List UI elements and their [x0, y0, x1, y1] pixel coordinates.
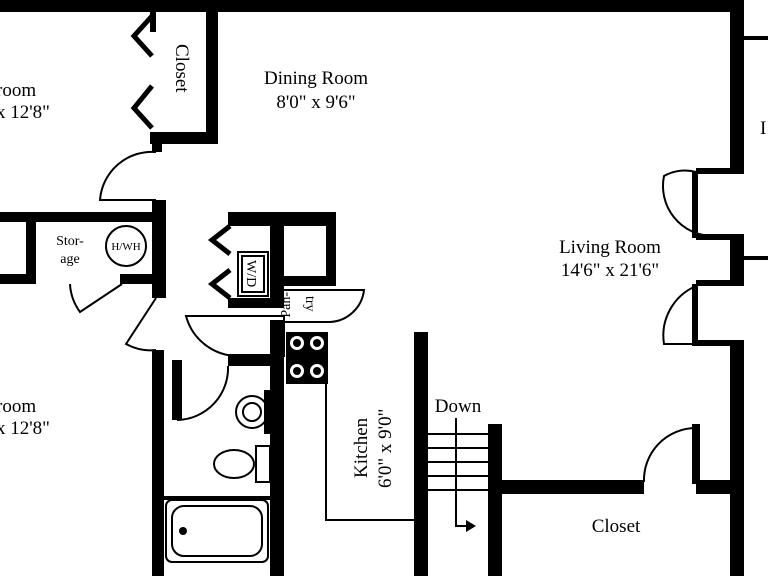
wall-storage-left — [26, 222, 36, 284]
washer-dryer-inner — [241, 255, 265, 293]
stairs-down-label: Down — [435, 396, 482, 417]
bathtub-inner — [171, 505, 263, 557]
stove-burner-3-dot — [293, 367, 301, 375]
wall-hall-left-mid — [152, 200, 166, 298]
wall-right-door-jamb-1 — [696, 168, 744, 174]
storage-label-line2: age — [60, 252, 79, 267]
wall-stair-left — [414, 332, 428, 576]
bedroom-bottom-dims: x 12'8" — [0, 418, 50, 439]
door-swing-laundry — [184, 315, 285, 357]
dining-room-label: Dining Room — [264, 68, 368, 89]
door-swing-living-2 — [662, 285, 697, 345]
wall-closet-left-upper — [150, 12, 156, 32]
bath-door-leaf — [172, 360, 182, 420]
right-edge-label: I — [760, 118, 766, 139]
closet-bottom-label: Closet — [592, 516, 641, 537]
wall-right-mid — [730, 236, 744, 284]
stove-burner-2-dot — [313, 339, 321, 347]
wall-hall-left-upper — [152, 132, 162, 152]
wall-right-door-jamb-2 — [696, 234, 744, 240]
wall-laundry-right — [270, 212, 284, 308]
wall-storage-bottom-left — [0, 274, 36, 284]
wall-pantry-top — [284, 276, 336, 286]
wall-laundry-bottom — [228, 298, 284, 308]
living-door-leaf-2 — [692, 284, 698, 346]
bathtub-drain — [179, 527, 187, 535]
wall-closet-bottom — [150, 132, 218, 144]
toilet-bowl — [213, 449, 255, 479]
bath-sink-counter — [264, 390, 272, 434]
toilet-tank — [255, 445, 271, 483]
wall-bath-floor — [164, 496, 270, 500]
door-swing-bedroom-top — [98, 150, 157, 201]
stove-burner-1-dot — [293, 339, 301, 347]
door-swing-storage — [69, 283, 123, 314]
living-door-leaf-1 — [692, 172, 698, 238]
wall-right-door-jamb-4 — [696, 340, 744, 346]
pantry-label-line2: try — [302, 296, 317, 312]
fixtures — [69, 14, 713, 563]
door-swing-closet-bottom — [642, 426, 697, 483]
wall-top — [0, 0, 744, 12]
wall-bedroom-bottom-right — [152, 350, 164, 576]
storage-label-line1: Stor- — [56, 234, 84, 249]
wall-bedroom-top-bottom — [0, 212, 164, 222]
wall-exterior-stub-2 — [744, 256, 768, 260]
labels: room x 12'8" Closet Dining Room 8'0" x 9… — [0, 44, 766, 537]
wall-right-upper — [730, 0, 744, 172]
closet-bottom-door-leaf — [692, 424, 700, 484]
living-room-dims: 14'6" x 21'6" — [561, 260, 659, 281]
bath-sink-outer — [235, 395, 269, 429]
door-swing-bath — [177, 365, 230, 422]
bedroom-top-dims: x 12'8" — [0, 102, 50, 123]
door-swing-pantry — [284, 289, 366, 323]
washer-dryer-box — [237, 251, 269, 297]
door-swing-living-1 — [662, 169, 713, 237]
laundry-bifold-door-bottom — [207, 268, 232, 300]
wall-closet-right — [206, 12, 218, 144]
laundry-bifold-door-top — [207, 224, 232, 256]
wall-closet-bottom-top-left — [488, 480, 644, 494]
stove-burner-4-dot — [313, 367, 321, 375]
wall-storage-bottom-right — [120, 274, 166, 284]
wall-closet-bottom-top-right — [696, 480, 744, 494]
closet-bifold-door-bottom — [130, 84, 154, 130]
pantry-label-line1: Pan- — [279, 292, 294, 318]
closet-top-label: Closet — [171, 44, 192, 93]
stairs — [428, 418, 488, 532]
closet-bifold-door-top — [130, 14, 154, 58]
wall-right-lower — [730, 344, 744, 576]
bedroom-top-label: room — [0, 80, 36, 101]
water-heater-label: H/WH — [111, 241, 140, 253]
kitchen-label: Kitchen — [351, 417, 372, 478]
water-heater-circle — [105, 225, 147, 267]
wall-right-door-jamb-3 — [696, 280, 744, 286]
wall-pantry-right — [326, 212, 336, 286]
bedroom-bottom-label: room — [0, 396, 36, 417]
door-swing-bedroom-bottom — [124, 297, 157, 352]
kitchen-counter-line — [325, 382, 414, 521]
wall-stair-right — [488, 424, 502, 576]
kitchen-dims: 6'0" x 9'0" — [375, 409, 396, 488]
living-room-label: Living Room — [559, 237, 661, 258]
bathtub-outer — [165, 499, 269, 563]
stair-arrow-head — [466, 520, 476, 532]
wall-bath-right — [270, 320, 284, 576]
bath-sink-inner — [242, 402, 262, 422]
washer-dryer-label: W/D — [243, 260, 258, 287]
wall-exterior-stub-1 — [744, 36, 768, 40]
dining-room-dims: 8'0" x 9'6" — [276, 92, 355, 113]
